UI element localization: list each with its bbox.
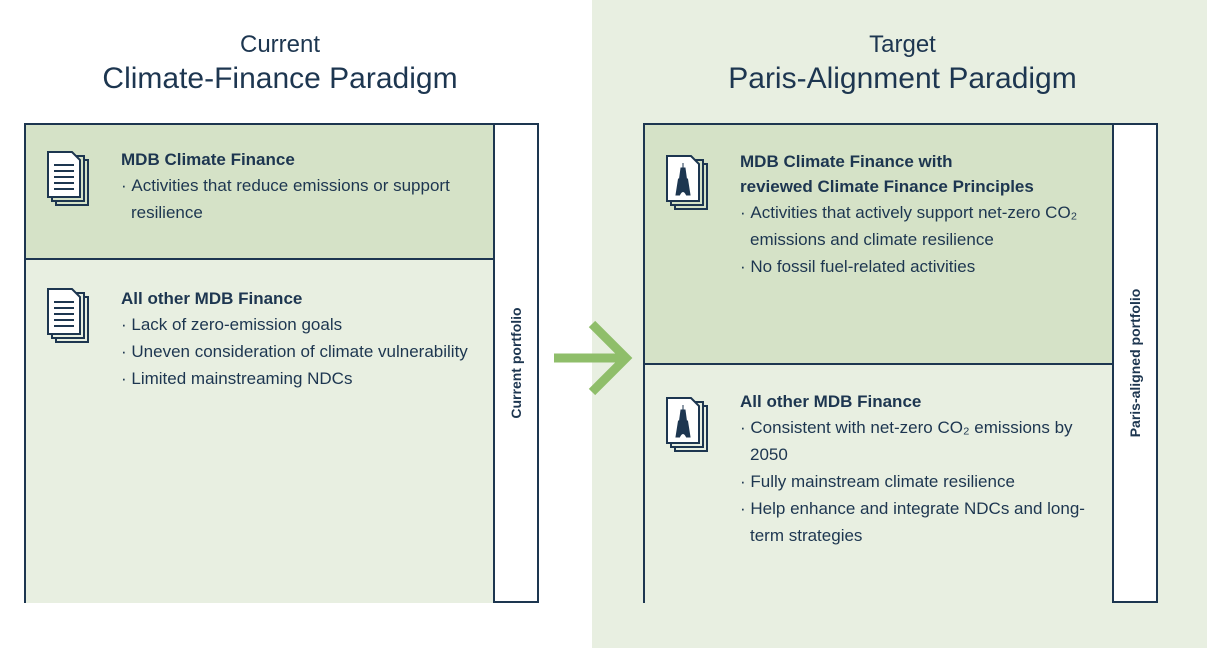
eiffel-document-stack-icon (666, 155, 708, 210)
current-climate-finance-text: MDB Climate Finance Activities that redu… (121, 147, 481, 226)
target-heading-big: Paris-Alignment Paradigm (728, 62, 1077, 95)
target-other-finance-section: All other MDB Finance Consistent with ne… (645, 365, 1112, 603)
target-other-finance-title: All other MDB Finance (740, 392, 922, 411)
target-climate-finance-text: MDB Climate Finance with reviewed Climat… (740, 149, 1100, 280)
current-other-finance-section: All other MDB Finance Lack of zero-emiss… (26, 260, 493, 603)
current-portfolio-label: Current portfolio (508, 307, 524, 419)
current-heading-big: Climate-Finance Paradigm (102, 62, 458, 95)
eiffel-document-stack-icon (666, 397, 708, 452)
target-climate-finance-bullets: Activities that actively support net-zer… (740, 199, 1100, 280)
target-climate-finance-title-line1: MDB Climate Finance with (740, 152, 953, 171)
document-stack-icon (47, 151, 89, 206)
target-climate-finance-title-line2: reviewed Climate Finance Principles (740, 177, 1034, 196)
current-portfolio-side: Current portfolio (493, 125, 537, 601)
current-other-finance-bullets: Lack of zero-emission goals Uneven consi… (121, 311, 481, 392)
bullet-item: Lack of zero-emission goals (121, 311, 481, 338)
bullet-item: Activities that reduce emissions or supp… (121, 172, 481, 226)
bullet-item: Limited mainstreaming NDCs (121, 365, 481, 392)
bullet-item: Fully mainstream climate resilience (740, 468, 1100, 495)
current-climate-finance-section: MDB Climate Finance Activities that redu… (26, 125, 493, 260)
current-portfolio-panel: MDB Climate Finance Activities that redu… (24, 123, 539, 603)
current-climate-finance-title: MDB Climate Finance (121, 150, 295, 169)
bullet-item: Uneven consideration of climate vulnerab… (121, 338, 481, 365)
bullet-item: Help enhance and integrate NDCs and long… (740, 495, 1100, 549)
target-heading: Target Paris-Alignment Paradigm (645, 30, 1160, 98)
current-climate-finance-bullets: Activities that reduce emissions or supp… (121, 172, 481, 226)
paris-aligned-portfolio-label: Paris-aligned portfolio (1127, 288, 1143, 438)
bullet-item: No fossil fuel-related activities (740, 253, 1100, 280)
current-other-finance-title: All other MDB Finance (121, 289, 303, 308)
target-heading-small: Target (869, 31, 936, 58)
right-arrow-icon (554, 320, 633, 396)
bullet-item: Consistent with net-zero CO₂ emissions b… (740, 414, 1100, 468)
target-other-finance-bullets: Consistent with net-zero CO₂ emissions b… (740, 414, 1100, 549)
bullet-item: Activities that actively support net-zer… (740, 199, 1100, 253)
target-climate-finance-section: MDB Climate Finance with reviewed Climat… (645, 125, 1112, 365)
paris-aligned-portfolio-panel: MDB Climate Finance with reviewed Climat… (643, 123, 1158, 603)
current-heading: Current Climate-Finance Paradigm (30, 30, 530, 98)
paris-aligned-portfolio-side: Paris-aligned portfolio (1112, 125, 1156, 601)
target-other-finance-text: All other MDB Finance Consistent with ne… (740, 389, 1100, 549)
document-stack-icon (47, 288, 89, 343)
current-heading-small: Current (239, 31, 321, 58)
current-other-finance-text: All other MDB Finance Lack of zero-emiss… (121, 286, 481, 392)
